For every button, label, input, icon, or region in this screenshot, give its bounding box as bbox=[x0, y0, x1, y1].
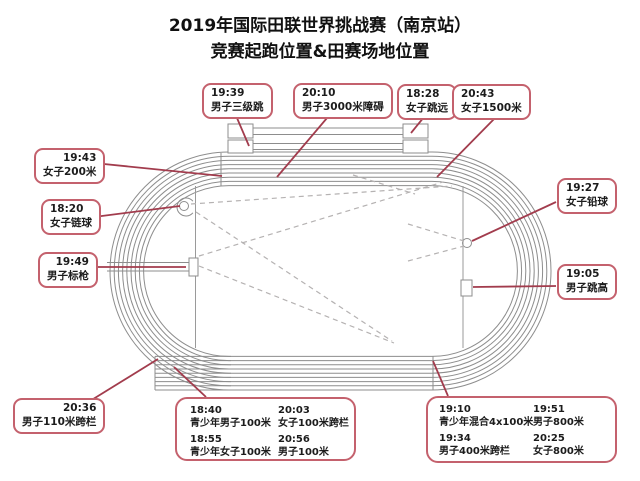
jump-runways bbox=[227, 123, 429, 154]
event-name: 青少年混合4x100米 bbox=[439, 417, 534, 428]
connector-sprints-box bbox=[173, 366, 207, 398]
title-line2: 竞赛起跑位置&田赛场地位置 bbox=[210, 42, 430, 63]
event-name: 女子跳远 bbox=[406, 101, 448, 114]
label-women-hammer: 18:20 女子链球 bbox=[41, 199, 101, 236]
group-cell: 19:10 青少年混合4x100米 bbox=[439, 403, 533, 429]
event-name: 女子铅球 bbox=[566, 195, 608, 208]
event-name: 男子三级跳 bbox=[211, 100, 264, 113]
event-time: 18:55 bbox=[190, 434, 222, 445]
hammer-circle-icon bbox=[176, 197, 194, 217]
event-time: 19:43 bbox=[62, 152, 97, 164]
connector-high-jump bbox=[472, 285, 557, 288]
connector-relay-box bbox=[432, 360, 449, 397]
event-name: 女子1500米 bbox=[461, 101, 522, 114]
event-time: 18:28 bbox=[406, 88, 440, 100]
label-men-high-jump: 19:05 男子跳高 bbox=[557, 264, 617, 301]
infield-boundary bbox=[195, 186, 464, 348]
event-time: 19:10 bbox=[439, 404, 471, 415]
event-time: 19:05 bbox=[566, 268, 600, 280]
connector-lines bbox=[89, 116, 557, 402]
group-cell: 20:56 男子100米 bbox=[278, 433, 350, 459]
event-name: 男子400米跨栏 bbox=[439, 446, 510, 457]
event-time: 20:10 bbox=[302, 87, 336, 99]
connector-200m bbox=[93, 162, 223, 177]
page-title: 2019年国际田联世界挑战赛（南京站） 竞赛起跑位置&田赛场地位置 bbox=[0, 13, 640, 66]
event-time: 19:39 bbox=[211, 87, 245, 99]
runway-end-pit bbox=[227, 139, 254, 154]
event-name: 青少年男子100米 bbox=[190, 418, 271, 429]
group-cell: 18:55 青少年女子100米 bbox=[190, 433, 278, 459]
event-name: 男子跳高 bbox=[566, 281, 608, 294]
high-jump-marker bbox=[460, 279, 473, 297]
runway-end-pit bbox=[402, 139, 429, 154]
event-time: 18:40 bbox=[190, 405, 222, 416]
label-men-javelin: 19:49 男子标枪 bbox=[38, 252, 98, 289]
connector-triple-jump bbox=[236, 117, 250, 147]
event-name: 男子800米 bbox=[533, 417, 584, 428]
label-women-shot-put: 19:27 女子铅球 bbox=[557, 178, 617, 215]
event-name: 青少年女子100米 bbox=[190, 447, 271, 458]
event-time: 19:49 bbox=[55, 256, 89, 268]
group-cell: 20:03 女子100米跨栏 bbox=[278, 404, 350, 430]
event-name: 女子100米跨栏 bbox=[278, 418, 349, 429]
label-women-200m: 19:43 女子200米 bbox=[34, 148, 106, 185]
label-women-1500m: 20:43 女子1500米 bbox=[452, 84, 531, 121]
title-line1: 2019年国际田联世界挑战赛（南京站） bbox=[168, 16, 472, 36]
sector-dashed-lines bbox=[190, 174, 465, 344]
javelin-runway bbox=[107, 257, 199, 277]
label-women-long-jump: 18:28 女子跳远 bbox=[397, 84, 457, 121]
event-time: 19:51 bbox=[533, 404, 565, 415]
connector-1500m bbox=[436, 116, 497, 178]
shot-put-circle-icon bbox=[462, 238, 472, 248]
connector-110mh bbox=[89, 358, 159, 402]
event-time: 18:20 bbox=[50, 203, 84, 215]
event-name: 男子3000米障碍 bbox=[302, 100, 384, 113]
event-name: 男子100米 bbox=[278, 447, 329, 458]
label-men-3000m-steeplechase: 20:10 男子3000米障碍 bbox=[293, 83, 393, 120]
label-group-100m-straight: 18:40 青少年男子100米 20:03 女子100米跨栏 18:55 青少年… bbox=[175, 397, 356, 461]
sprint-straight-extension bbox=[154, 355, 231, 391]
label-men-triple-jump: 19:39 男子三级跳 bbox=[202, 83, 273, 120]
start-line-marks bbox=[220, 153, 434, 390]
event-name: 女子800米 bbox=[533, 446, 584, 457]
event-name: 女子链球 bbox=[50, 216, 92, 229]
event-time: 20:03 bbox=[278, 405, 310, 416]
connector-shot-put bbox=[471, 201, 557, 242]
event-name: 女子200米 bbox=[43, 165, 97, 178]
group-cell: 18:40 青少年男子100米 bbox=[190, 404, 278, 430]
connector-hammer bbox=[93, 205, 181, 218]
label-men-110m-hurdles: 20:36 男子110米跨栏 bbox=[13, 398, 106, 435]
event-time: 19:27 bbox=[566, 182, 600, 194]
event-time: 20:56 bbox=[278, 434, 310, 445]
connector-steeplechase bbox=[276, 117, 328, 178]
group-cell: 19:34 男子400米跨栏 bbox=[439, 432, 533, 458]
event-time: 20:43 bbox=[461, 88, 495, 100]
event-time: 20:25 bbox=[533, 433, 565, 444]
label-group-relay-middle-distance: 19:10 青少年混合4x100米 19:51 男子800米 19:34 男子4… bbox=[426, 396, 617, 463]
group-cell: 19:51 男子800米 bbox=[533, 403, 611, 429]
group-cell: 20:25 女子800米 bbox=[533, 432, 611, 458]
event-time: 20:36 bbox=[62, 402, 97, 414]
runway-end-pit bbox=[402, 123, 429, 139]
event-name: 男子标枪 bbox=[47, 269, 89, 282]
event-name: 男子110米跨栏 bbox=[22, 415, 97, 428]
event-time: 19:34 bbox=[439, 433, 471, 444]
